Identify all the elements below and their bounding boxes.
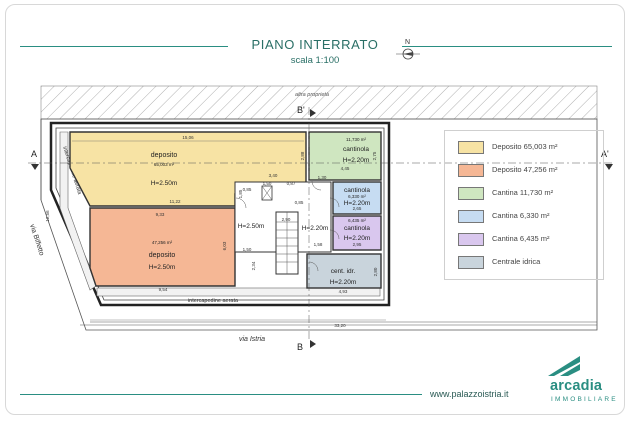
legend-swatch xyxy=(458,187,484,200)
dim-top-width: 15,06 xyxy=(182,135,194,140)
dim-cantinola-width: 4,45 xyxy=(341,166,350,171)
dim-bottom-width: 9,54 xyxy=(159,287,168,292)
bottom-cavity-label: intercapedine aerata xyxy=(188,298,239,304)
dim-0-87: 0,87 xyxy=(287,181,296,186)
street-left-label: via Biffetto xyxy=(28,223,45,256)
legend-label: Cantina 6,435 m² xyxy=(492,234,550,243)
dim-overall-width: 33,20 xyxy=(334,323,346,328)
dim-1-50: 1,50 xyxy=(263,181,272,186)
dim-1-30: 1,30 xyxy=(318,175,327,180)
section-b-bottom-arrow-icon xyxy=(310,340,316,348)
deposito-47-name: deposito xyxy=(149,252,176,259)
arcadia-logo-icon xyxy=(548,356,580,376)
dim-2-75: 2,75 xyxy=(372,151,377,160)
room-cantinola-6435 xyxy=(332,215,382,251)
deposito-65-name: deposito xyxy=(151,152,178,159)
brand-name: arcadia xyxy=(550,378,603,394)
footer-rule xyxy=(20,394,422,395)
section-b-bottom-label: B xyxy=(297,342,303,352)
section-a-left-label: A xyxy=(31,149,37,159)
street-bottom-label: via Istria xyxy=(239,336,265,343)
neighbor-hatch xyxy=(41,86,597,119)
dim-cantinola-low-width: 2,95 xyxy=(353,242,362,247)
legend-label: Centrale idrica xyxy=(492,257,541,266)
title-rule-right xyxy=(402,46,612,47)
corridor-right-height: H=2.20m xyxy=(302,225,329,232)
section-a-right-label: A' xyxy=(601,149,609,159)
legend-swatch xyxy=(458,141,484,154)
cantinola-11730-name: cantinola xyxy=(343,146,369,153)
section-lines: A A' B' B xyxy=(28,105,613,352)
cantinola-6330-area: 6,330 m² xyxy=(348,194,366,199)
bottom-cavity xyxy=(96,287,381,297)
section-a-right-arrow-icon xyxy=(605,164,613,170)
title-rule-left xyxy=(20,46,228,47)
room-cantinola-11730 xyxy=(308,131,382,181)
legend-swatch xyxy=(458,164,484,177)
section-a-arrow-icon xyxy=(31,164,39,170)
legend-frame xyxy=(444,130,604,280)
section-b-top-arrow-icon xyxy=(310,109,316,117)
deposito-65-area: 65,003 m² xyxy=(154,162,175,167)
website-link[interactable]: www.palazzoistria.it xyxy=(430,389,509,399)
centrale-name: cent. idr. xyxy=(331,268,356,275)
cantinola-6435-height: H=2.20m xyxy=(344,235,371,242)
dim-1-85: 1,85 xyxy=(238,189,243,198)
corridor-left-height: H=2.50m xyxy=(238,223,265,230)
cantinola-6330-height: H=2.20m xyxy=(344,200,371,207)
legend-label: Cantina 11,730 m² xyxy=(492,188,554,197)
legend-label: Cantina 6,330 m² xyxy=(492,211,550,220)
legend-swatch xyxy=(458,210,484,223)
dim-2-90: 2,90 xyxy=(282,217,291,222)
dim-centrale-width: 4,93 xyxy=(339,289,348,294)
section-b-top-label: B' xyxy=(297,105,305,115)
dim-0-85b: 0,85 xyxy=(295,200,304,205)
dim-lower-width: 9,33 xyxy=(156,212,165,217)
cantinola-11730-area: 11,730 m² xyxy=(346,137,366,142)
dim-1-50-lower: 1,50 xyxy=(243,247,252,252)
building-outer-wall xyxy=(49,121,391,307)
legend-swatch xyxy=(458,233,484,246)
legend-label: Deposito 65,003 m² xyxy=(492,142,558,151)
dim-0-85a: 0,85 xyxy=(243,187,252,192)
brand-subtitle: IMMOBILIARE xyxy=(551,396,618,403)
dim-mid-width: 11,22 xyxy=(170,199,181,204)
dim-left-depth: 12,56 xyxy=(45,210,50,222)
dim-cantinola-mid-width: 2,65 xyxy=(353,206,362,211)
plan-title: PIANO INTERRATO xyxy=(251,37,379,52)
dim-2-88: 2,88 xyxy=(300,151,305,160)
legend-label: Deposito 47,256 m² xyxy=(492,165,558,174)
dim-6-03: 6,03 xyxy=(222,241,227,250)
dim-2-34: 2,34 xyxy=(251,261,256,270)
stairs xyxy=(275,211,299,275)
room-centrale-idrica xyxy=(306,253,382,289)
plan-scale: scala 1:100 xyxy=(290,55,340,66)
dim-2-80: 2,80 xyxy=(373,267,378,276)
neighbor-label: altra proprietà xyxy=(295,92,329,98)
deposito-47-height: H=2.50m xyxy=(149,264,176,271)
north-label: N xyxy=(405,39,410,46)
cantinola-6330-name: cantinola xyxy=(344,187,370,194)
centrale-height: H=2.20m xyxy=(330,279,357,286)
legend-swatch xyxy=(458,256,484,269)
page-frame xyxy=(5,4,625,415)
deposito-65-height: H=2.50m xyxy=(151,180,178,187)
room-deposito-47 xyxy=(89,207,236,287)
room-cantinola-6330 xyxy=(332,181,382,215)
cantinola-6435-name: cantinola xyxy=(344,225,370,232)
dimension-annotations: 15,06 11,22 9,33 9,54 4,45 2,65 2,95 4,9… xyxy=(45,135,386,328)
deposito-47-area: 47,256 m² xyxy=(152,240,173,245)
dim-1-58: 1,58 xyxy=(314,242,323,247)
dim-3-40: 3,40 xyxy=(269,173,278,178)
cantinola-11730-height: H=2.20m xyxy=(343,157,370,164)
cantinola-6435-area: 6,435 m² xyxy=(348,218,366,223)
north-compass-icon: N xyxy=(396,39,420,60)
